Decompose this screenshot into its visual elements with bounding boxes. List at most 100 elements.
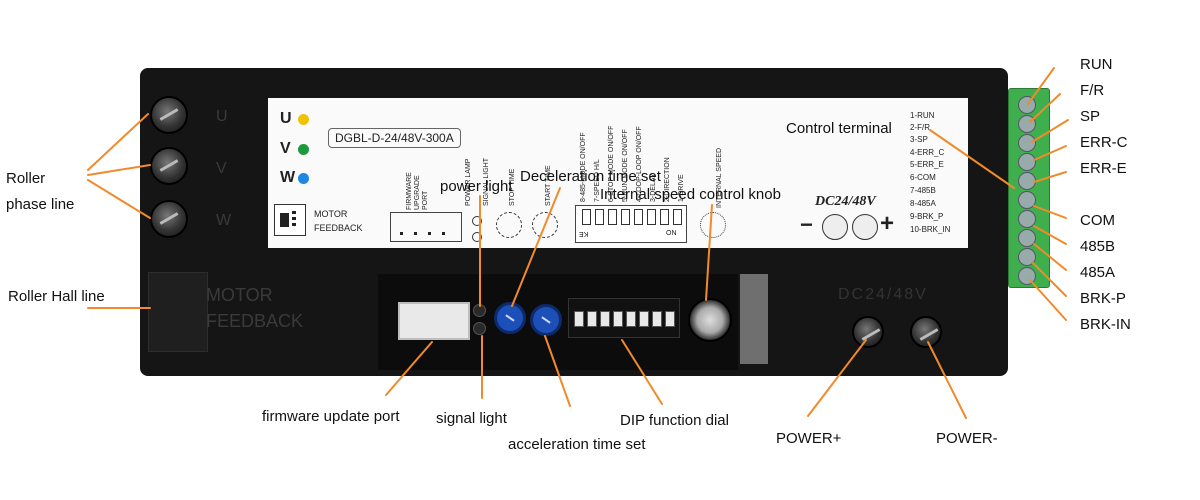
terminal-screw [1018,229,1036,247]
callout-control-terminal: Control terminal [786,120,892,137]
housing-embossed-v: V [216,160,227,177]
callout-firmware-update-port: firmware update port [262,408,400,425]
panel-screw-plus [852,214,878,240]
dip-switch-4[interactable] [613,311,623,327]
firmware-port-outline [390,212,462,242]
dip-switch-1[interactable] [574,311,584,327]
motor-feedback-icon [274,204,306,236]
leader-err-e [1033,171,1067,183]
panel-screw-minus [822,214,848,240]
acceleration-pot[interactable] [530,304,562,336]
leader-brk-in [1029,279,1067,321]
panel-dip-slot [647,209,656,225]
dip-switch-3[interactable] [600,311,610,327]
minus-symbol: − [800,212,813,237]
terminal-list-5: 5-ERR_E [910,160,944,169]
phase-dot-u [298,114,309,125]
panel-dip-slot [582,209,591,225]
panel-dip-slot [608,209,617,225]
leader-phase-v [87,164,151,176]
callout-internal-speed-control-knob: Internal speed control knob [600,186,781,203]
callout-terminal-com: COM [1080,212,1115,229]
leader-com [1033,205,1067,219]
leader-power-minus [927,341,967,419]
terminal-list-6: 6-COM [910,173,936,182]
stop-time-dial-icon [496,212,522,238]
callout-power-light: power light [440,178,513,195]
callout-terminal-485b: 485B [1080,238,1116,255]
callout-deceleration-time-set: Deceleration time set [520,168,661,185]
leader-dip [621,339,663,405]
dip-switch-2[interactable] [587,311,597,327]
dip-switch-block [568,298,680,338]
terminal-list-8: 8-485A [910,199,936,208]
leader-err-c [1033,145,1067,161]
port-pin [400,232,403,235]
phase-letter-w: W [280,169,296,186]
power-plus-screw [852,316,884,348]
phase-v-screw [150,147,188,185]
terminal-list-1: 1-RUN [910,111,935,120]
leader-firmware [385,341,433,396]
callout-terminal-err-c: ERR-C [1080,134,1128,151]
callout-power-minus: POWER- [936,430,998,447]
phase-u-screw [150,96,188,134]
callout-terminal-err-e: ERR-E [1080,160,1127,177]
terminal-screw [1018,191,1036,209]
leader-phase-u [87,113,149,171]
callout-signal-light: signal light [436,410,507,427]
voltage-label: DC24/48V [815,194,876,209]
housing-embossed-motor-feedback: MOTOR FEEDBACK [206,285,304,331]
terminal-screw [1018,210,1036,228]
deceleration-pot[interactable] [494,302,526,334]
leader-brk-p [1031,261,1067,297]
phase-dot-v [298,144,309,155]
leader-deceleration [511,187,561,307]
phase-w-screw [150,200,188,238]
leader-speed-knob [705,204,713,301]
callout-terminal-brk-p: BRK-P [1080,290,1126,307]
housing-embossed-dc: DC24/48V [838,286,928,303]
callout-terminal-run: RUN [1080,56,1113,73]
dip-switch-7[interactable] [652,311,662,327]
firmware-port-connector [398,302,470,340]
phase-dot-w [298,173,309,184]
panel-signal-circle [472,232,482,242]
callout-acceleration-time-set: acceleration time set [508,436,646,453]
leader-485b [1033,225,1067,245]
leader-acceleration [544,335,571,407]
panel-lamp-circle [472,216,482,226]
dip-switch-5[interactable] [626,311,636,327]
dip-switch-6[interactable] [639,311,649,327]
terminal-list-9: 9-BRK_P [910,212,944,221]
phase-letter-u: U [280,110,292,127]
hall-connector [148,272,208,352]
panel-dip-slot [660,209,669,225]
terminal-list-3: 3-SP [910,135,928,144]
port-pin [428,232,431,235]
port-pin [414,232,417,235]
model-number: DGBL-D-24/48V-300A [328,128,461,148]
port-pin [442,232,445,235]
start-time-dial-icon [532,212,558,238]
callout-terminal-brk-in: BRK-IN [1080,316,1131,333]
callout-roller-phase-line: Roller phase line [6,170,75,213]
phase-letter-v: V [280,140,291,157]
terminal-list-2: 2-F/R [910,123,930,132]
panel-dip-slot [634,209,643,225]
leader-power-plus [807,339,867,417]
dip-switch-8[interactable] [665,311,675,327]
callout-power-plus: POWER+ [776,430,842,447]
callout-roller-hall-line: Roller Hall line [8,288,105,305]
grey-bracket [740,274,768,364]
housing-embossed-w: W [216,212,232,229]
leader-fr [1029,93,1061,123]
internal-speed-knob[interactable] [688,298,732,342]
leader-sp [1031,119,1069,143]
leader-phase-w [87,179,151,219]
power-minus-screw [910,316,942,348]
terminal-screw [1018,134,1036,152]
signal-led [473,322,486,335]
callout-dip-function-dial: DIP function dial [620,412,729,429]
